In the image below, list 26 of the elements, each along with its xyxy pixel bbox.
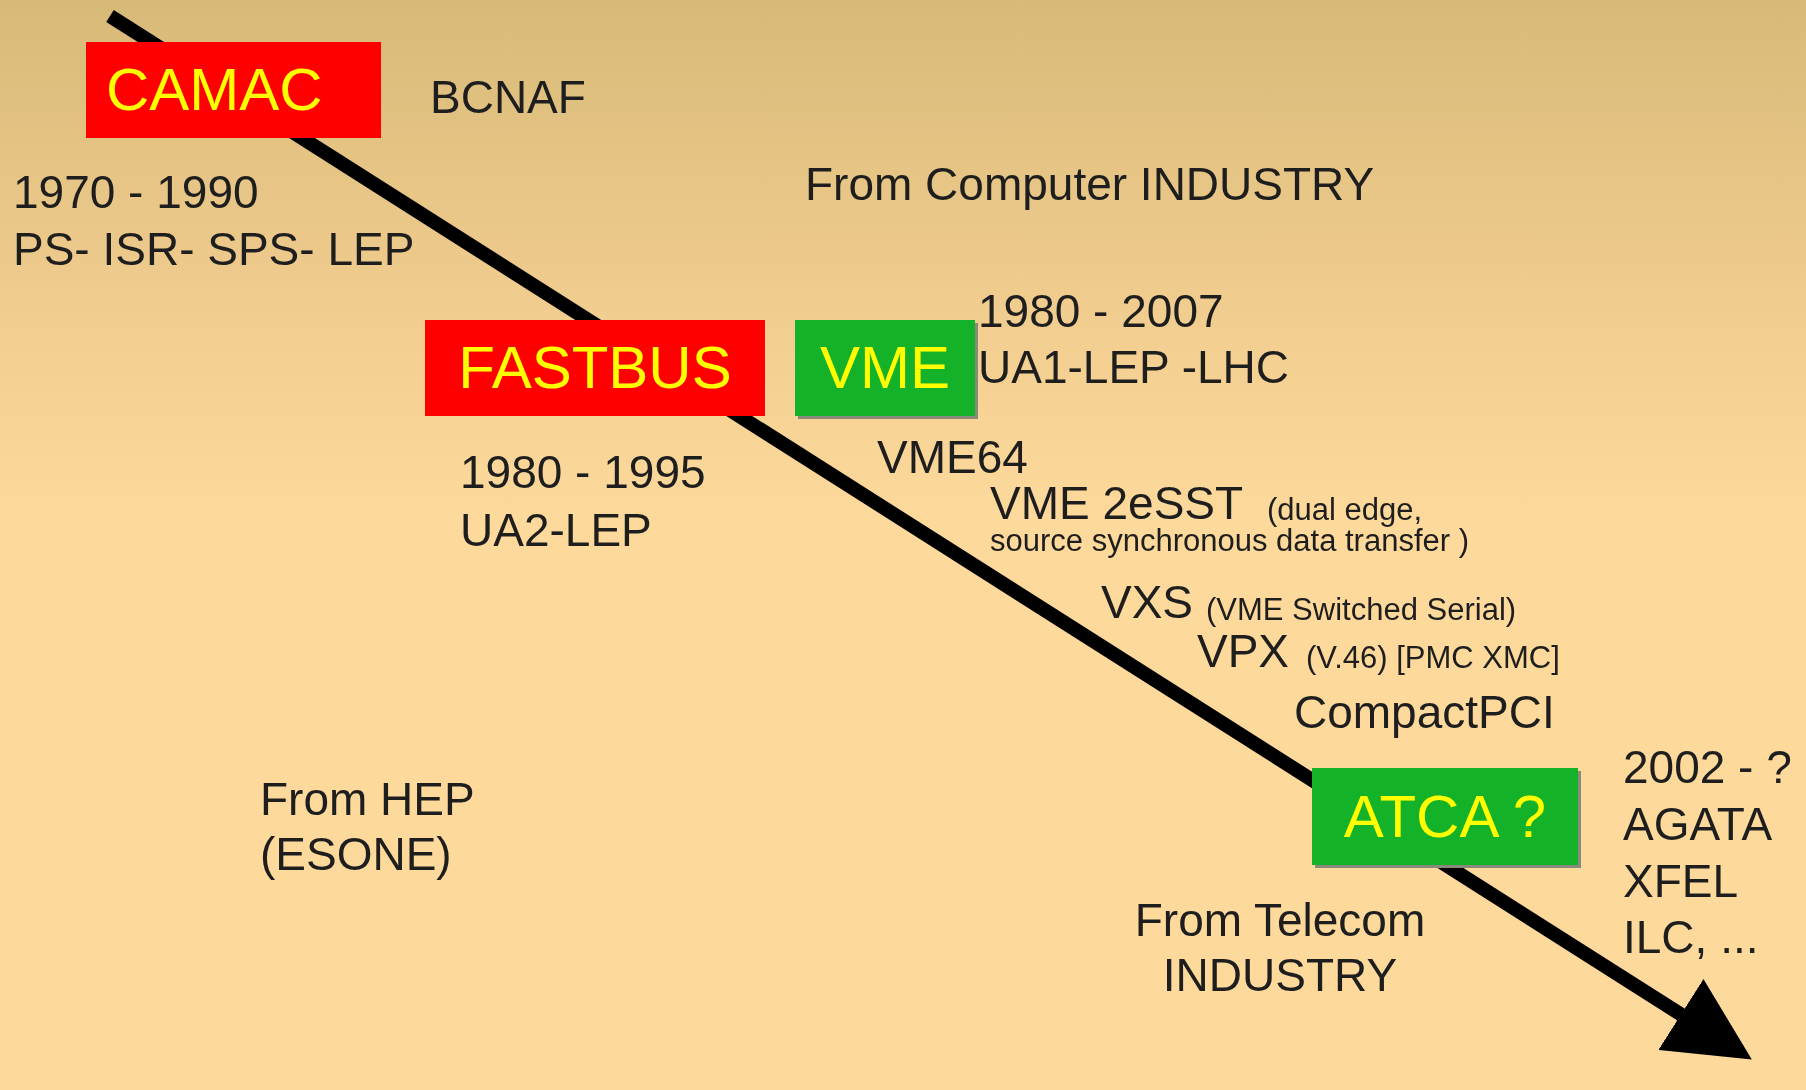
note-text: 1970 - 1990 [13, 164, 259, 220]
label-box [425, 320, 765, 416]
note-text: XFEL [1623, 853, 1739, 909]
note-text: UA2-LEP [460, 502, 652, 558]
label-box [86, 42, 381, 138]
note-text: UA1-LEP -LHC [978, 339, 1290, 395]
box-title: CAMAC [106, 57, 323, 123]
box-title: FASTBUS [458, 335, 732, 401]
note-text: 2002 - ? [1623, 739, 1792, 795]
note-text: 1980 - 1995 [460, 444, 706, 500]
note-text: PS- ISR- SPS- LEP [13, 221, 415, 277]
label-box [795, 320, 975, 416]
box-title: VME [820, 335, 950, 401]
note-text: 1980 - 2007 [978, 283, 1224, 339]
box-title: ATCA ? [1343, 783, 1547, 850]
label-text: (VME Switched Serial) [1206, 591, 1517, 629]
label-text: (V.46) [PMC XMC] [1306, 639, 1560, 677]
label-text: VXS [1101, 574, 1194, 630]
label-text: CompactPCI [1294, 684, 1555, 740]
note-text: BCNAF [430, 69, 586, 125]
label-text: From Telecom INDUSTRY [1133, 892, 1427, 1003]
label-text: From HEP (ESONE) [260, 771, 475, 882]
label-text: From Computer INDUSTRY [805, 156, 1375, 212]
note-text: ILC, ... [1623, 909, 1759, 965]
label-box [1312, 768, 1578, 865]
note-text: AGATA [1623, 796, 1773, 852]
